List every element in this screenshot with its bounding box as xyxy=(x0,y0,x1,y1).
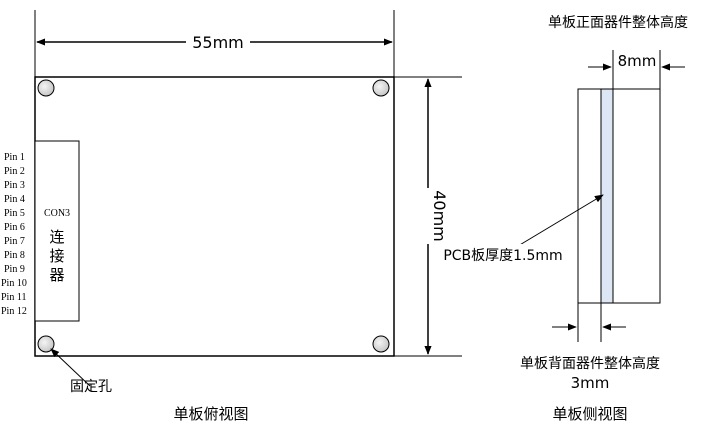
side-view: 单板正面器件整体高度 8mm PCB板厚度1.5mm 单板背面器件整体高度 3m… xyxy=(430,14,688,423)
connector-char-2: 接 xyxy=(49,247,64,265)
connector-char-1: 连 xyxy=(49,228,64,246)
pin-label: Pin 12 xyxy=(1,306,27,317)
height-label: 40mm xyxy=(430,190,449,242)
back-height-title: 单板背面器件整体高度 xyxy=(520,355,660,372)
side-view-caption: 单板侧视图 xyxy=(552,405,627,423)
pcb-board xyxy=(600,88,614,304)
front-height-value: 8mm xyxy=(618,52,657,70)
back-height-value: 3mm xyxy=(571,374,610,392)
mount-hole-label: 固定孔 xyxy=(70,379,112,395)
pcb-thickness-label: PCB板厚度1.5mm xyxy=(443,248,562,264)
pin-label: Pin 11 xyxy=(1,292,26,303)
pin-label: Pin 9 xyxy=(4,264,25,275)
board-outline xyxy=(34,76,395,357)
pin-label: Pin 4 xyxy=(4,194,25,205)
top-view: 55mm 40mm CON3 连 接 器 Pin 1 Pin 2 Pin 3 P… xyxy=(1,10,462,423)
pcb-thickness-leader xyxy=(517,194,604,247)
mount-hole-leader xyxy=(50,348,91,387)
pin-label: Pin 1 xyxy=(4,152,25,163)
mount-hole-top-left xyxy=(37,79,55,97)
pin-label: Pin 7 xyxy=(4,236,25,247)
mount-hole-bottom-right xyxy=(372,335,390,353)
connector-name: CON3 xyxy=(44,208,70,219)
front-components-block xyxy=(612,88,661,304)
pcb-thickness-label-bg xyxy=(430,244,576,264)
mount-hole-bottom-left xyxy=(37,335,55,353)
pin-labels: Pin 1 Pin 2 Pin 3 Pin 4 Pin 5 Pin 6 Pin … xyxy=(1,152,27,317)
connector-char-3: 器 xyxy=(49,266,64,284)
mount-hole-top-right xyxy=(372,79,390,97)
top-view-caption: 单板俯视图 xyxy=(173,405,248,423)
pin-label: Pin 2 xyxy=(4,166,25,177)
width-label-bg xyxy=(186,32,250,52)
pin-label: Pin 8 xyxy=(4,250,25,261)
height-label-bg xyxy=(419,188,437,244)
width-label: 55mm xyxy=(192,33,244,52)
pin-label: Pin 6 xyxy=(4,222,25,233)
back-components-block xyxy=(577,88,602,304)
front-height-title: 单板正面器件整体高度 xyxy=(548,14,688,31)
pin-label: Pin 10 xyxy=(1,278,27,289)
pin-label: Pin 3 xyxy=(4,180,25,191)
pin-label: Pin 5 xyxy=(4,208,25,219)
connector-block xyxy=(34,140,80,322)
